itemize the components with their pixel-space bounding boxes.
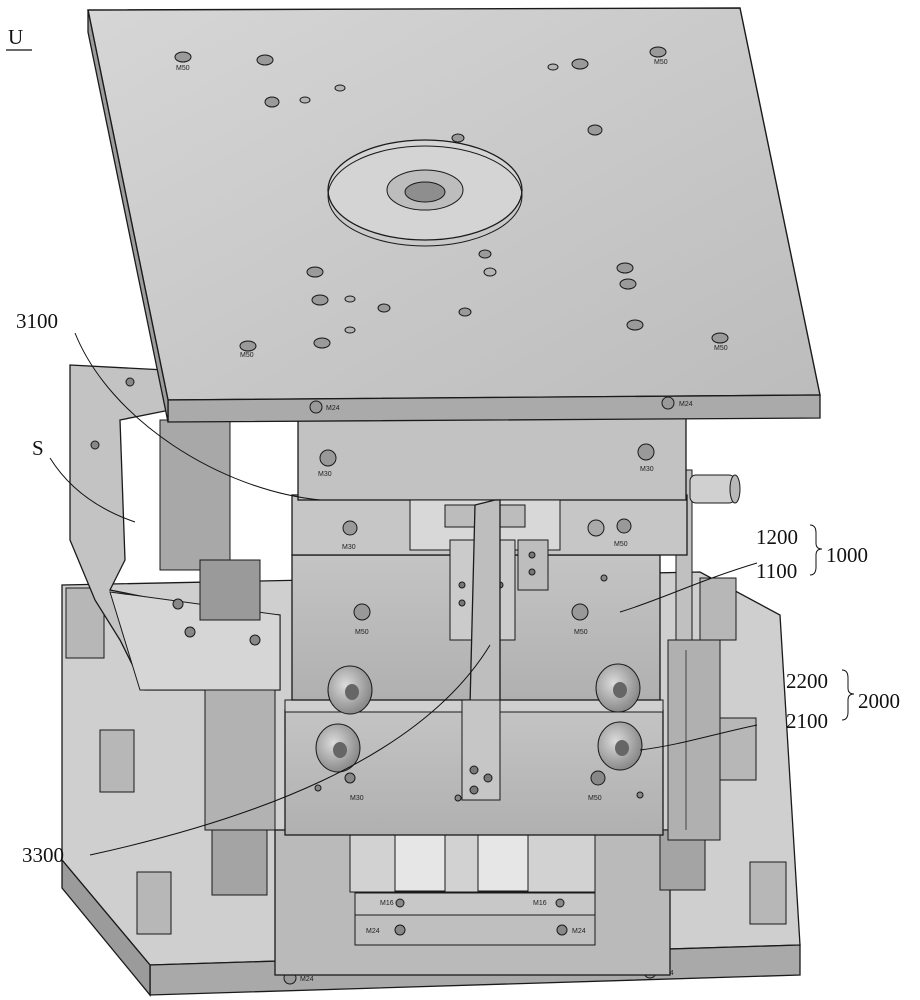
clamp-strip-right-rear — [699, 577, 737, 641]
right-guide-block — [667, 469, 741, 841]
plate-mark: M30 — [350, 795, 364, 802]
label-3100: 3100 — [16, 309, 58, 333]
plate-mark: M24 — [300, 976, 314, 983]
leader-2100 — [639, 724, 758, 751]
label-1200: 1200 — [756, 525, 798, 549]
plate-mark: M50 — [355, 629, 369, 636]
leader-1100 — [619, 562, 758, 613]
leader-lines — [49, 332, 855, 856]
plate-mark: M16 — [533, 900, 547, 907]
label-1000: 1000 — [826, 543, 868, 567]
plate-mark: M30 — [342, 544, 356, 551]
plate-mark: M50 — [714, 345, 728, 352]
plate-mark: M50 — [176, 65, 190, 72]
plate-mark: M24 — [366, 928, 380, 935]
label-2100: 2100 — [786, 709, 828, 733]
label-2200: 2200 — [786, 669, 828, 693]
plate-mark: M24 — [679, 401, 693, 408]
slide-cam — [199, 559, 261, 621]
label-1100: 1100 — [756, 559, 797, 583]
slide-body — [159, 419, 231, 571]
top-clamp-plate: M50 M50 M50 M50 M24 M24 — [87, 7, 821, 423]
clamp-strip-right-mid — [719, 717, 757, 781]
figure-letter: U — [8, 25, 23, 49]
linkage-3300 — [409, 499, 561, 801]
leader-S — [49, 457, 136, 523]
plate-mark: M50 — [574, 629, 588, 636]
brace-1000 — [809, 524, 823, 576]
plate-mark: M30 — [640, 466, 654, 473]
label-S: S — [32, 436, 44, 460]
linkage-bar — [469, 499, 501, 706]
side-cylinder-left — [211, 824, 268, 896]
slide-column — [204, 689, 276, 831]
reference-labels: 3100 S 1200 1100 1000 2200 2100 2000 330… — [16, 309, 900, 867]
plate-mark: M24 — [572, 928, 586, 935]
leader-3300 — [89, 644, 491, 856]
plate-mark: M30 — [318, 471, 332, 478]
leader-3100 — [74, 332, 321, 501]
hydraulic-fitting — [689, 474, 736, 504]
ejector-housing: M16 M16 M24 M24 — [211, 824, 706, 976]
label-3300: 3300 — [22, 843, 64, 867]
ejector-pillar — [394, 834, 446, 892]
clamp-strip-right-front — [749, 861, 787, 925]
rollers — [315, 663, 643, 773]
label-2000: 2000 — [858, 689, 900, 713]
plate-mark: M50 — [588, 795, 602, 802]
clamp-strip-left-front — [136, 871, 172, 935]
plate-3100-base: M30 M30 — [297, 414, 687, 501]
brace-2000 — [841, 669, 855, 721]
plate-mark: M50 — [240, 352, 254, 359]
slide-mechanism-left — [69, 364, 281, 831]
linkage-lower-bar — [461, 699, 501, 801]
plate-mark: M24 — [326, 405, 340, 412]
plate-mark: M50 — [654, 59, 668, 66]
plate-mark: M16 — [380, 900, 394, 907]
top-plate-holes — [174, 46, 729, 414]
plate-mark: M50 — [614, 541, 628, 548]
ejector-pillar — [477, 834, 529, 892]
linkage-clamp — [517, 539, 549, 591]
clamp-strip-left-mid — [99, 729, 135, 793]
